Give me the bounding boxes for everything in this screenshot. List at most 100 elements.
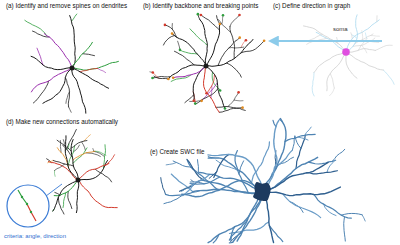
criteria-note: criteria: angle, direction (4, 233, 66, 240)
dendrite-branch (208, 192, 262, 243)
dendrite-branch (69, 107, 72, 112)
node-dot (26, 203, 28, 205)
dendrite-branch (241, 40, 246, 47)
dendrite-branch (234, 100, 243, 102)
dendrite-branch (55, 164, 65, 170)
dendrite-branch (214, 154, 229, 177)
dendrite-branch (161, 178, 166, 195)
dendrite-branch (375, 45, 392, 50)
dendrite-branch (230, 26, 235, 58)
dendrite-branch (383, 70, 394, 84)
breaking-point (152, 71, 155, 74)
dendrite-branch (283, 194, 321, 218)
panel-title: (b) Identify backbone and breaking point… (143, 2, 259, 9)
dendrite-branch (76, 180, 78, 213)
dendrite-branch (78, 163, 109, 180)
new-connection (27, 204, 36, 221)
dendrite-branch (208, 154, 262, 192)
dendrite-branch (341, 213, 362, 215)
dendrite-branch (78, 180, 117, 208)
breaking-point (219, 23, 222, 26)
dendrite-branch (53, 180, 78, 211)
soma-body (253, 182, 271, 201)
dendrite-branch (262, 120, 279, 192)
dendrite-branch (251, 142, 269, 183)
dendrite-branch (53, 160, 73, 166)
dendrite-branch (230, 15, 239, 26)
soma-dot (204, 64, 209, 69)
dendrite-branch (98, 68, 106, 72)
breaking-point (238, 36, 241, 39)
dendrite-branch (95, 169, 111, 182)
dendrite-branch (332, 149, 344, 161)
dendrite-branch (25, 20, 47, 35)
dendrite-branch (71, 14, 76, 21)
dendrite-branch (95, 151, 106, 155)
zoom-line (46, 184, 62, 196)
dendrite-branch (219, 108, 242, 113)
dendrite-branch (228, 92, 239, 106)
dendrite-branch (314, 194, 351, 218)
dendrite-branch (68, 191, 72, 208)
breaking-point (224, 107, 227, 110)
dendrite-branch (201, 15, 220, 30)
breaking-point (222, 14, 225, 17)
dendrite-branch (92, 149, 94, 152)
breaking-point (200, 100, 203, 103)
dendrite-branch (70, 16, 76, 68)
segment (18, 190, 27, 204)
breaking-point (238, 14, 241, 17)
neuron-tree (47, 129, 118, 214)
dendrite-branch (327, 52, 346, 91)
dendrite-branch (71, 141, 87, 149)
dendrite-branch (71, 140, 78, 180)
dendrite-branch (31, 68, 72, 92)
dendrite-branch (346, 15, 357, 52)
dendrite-branch (262, 157, 318, 192)
breaking-point (172, 77, 175, 80)
dendrite-branch (196, 89, 218, 104)
panel-title: (a) Identify and remove spines on dendri… (6, 2, 127, 9)
dendrite-branch (168, 65, 206, 79)
zoom-inset (7, 184, 62, 227)
breaking-point (205, 92, 208, 95)
zoom-circle (7, 185, 49, 227)
dendrite-branch (362, 215, 365, 221)
dendrite-branch (314, 52, 346, 72)
dendrite-branch (316, 32, 346, 52)
callout-label: soma (333, 26, 348, 33)
dendrite-branch (48, 160, 54, 162)
dendrite-branch (353, 38, 375, 46)
dendrite-branch (206, 66, 225, 108)
dendrite-branch (72, 42, 92, 68)
dendrite-branch (58, 197, 64, 214)
dendrite-branch (63, 193, 66, 208)
dendrite-branch (164, 195, 183, 204)
breaking-point (194, 102, 197, 105)
dendrite-branch (84, 135, 90, 141)
dendrite-branch (83, 54, 95, 56)
neuron-tree (161, 119, 365, 243)
dendrite-branch (312, 72, 314, 95)
dendrite-branch (362, 45, 367, 52)
neuron-tree (25, 14, 119, 113)
dendrite-branch (65, 78, 69, 107)
dendrite-branch (352, 35, 357, 38)
breaking-point (192, 99, 195, 102)
dendrite-branch (182, 180, 262, 196)
dendrite-branch (330, 74, 334, 88)
dendrite-branch (171, 75, 191, 81)
breaking-point (263, 39, 266, 42)
dendrite-branch (163, 36, 174, 46)
dendrite-branch (217, 16, 220, 24)
direction-arrow (270, 40, 382, 42)
breaking-point (164, 24, 167, 27)
dendrite-branch (82, 142, 86, 150)
dendrite-branch (229, 47, 244, 49)
dendrite-branch (86, 153, 100, 157)
dendrite-branch (330, 88, 335, 96)
breaking-point (237, 91, 240, 94)
dendrite-branch (206, 24, 220, 66)
neuron-tree (150, 13, 266, 112)
